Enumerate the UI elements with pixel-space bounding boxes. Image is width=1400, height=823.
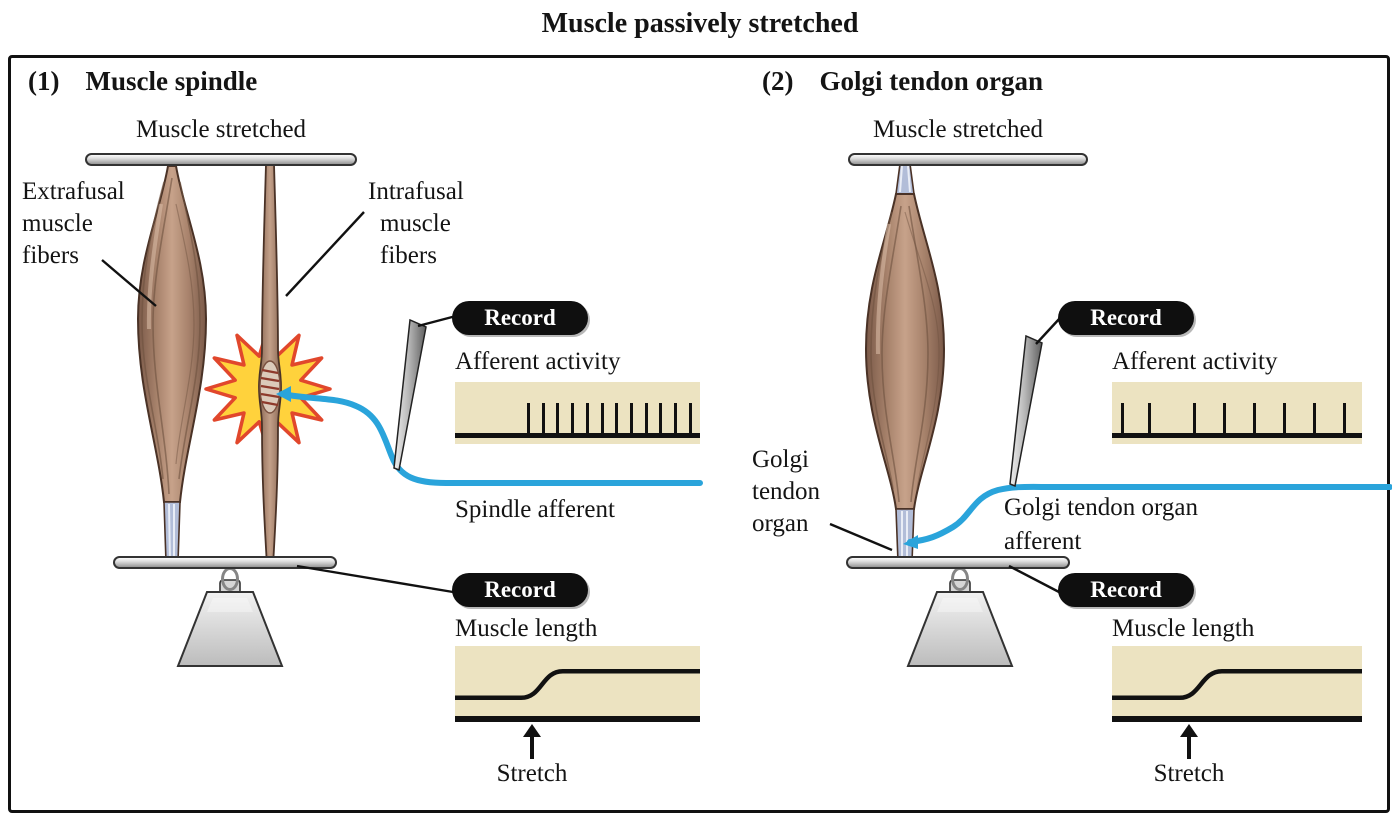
figure-frame: [8, 55, 1390, 813]
figure-title: Muscle passively stretched: [541, 8, 859, 39]
